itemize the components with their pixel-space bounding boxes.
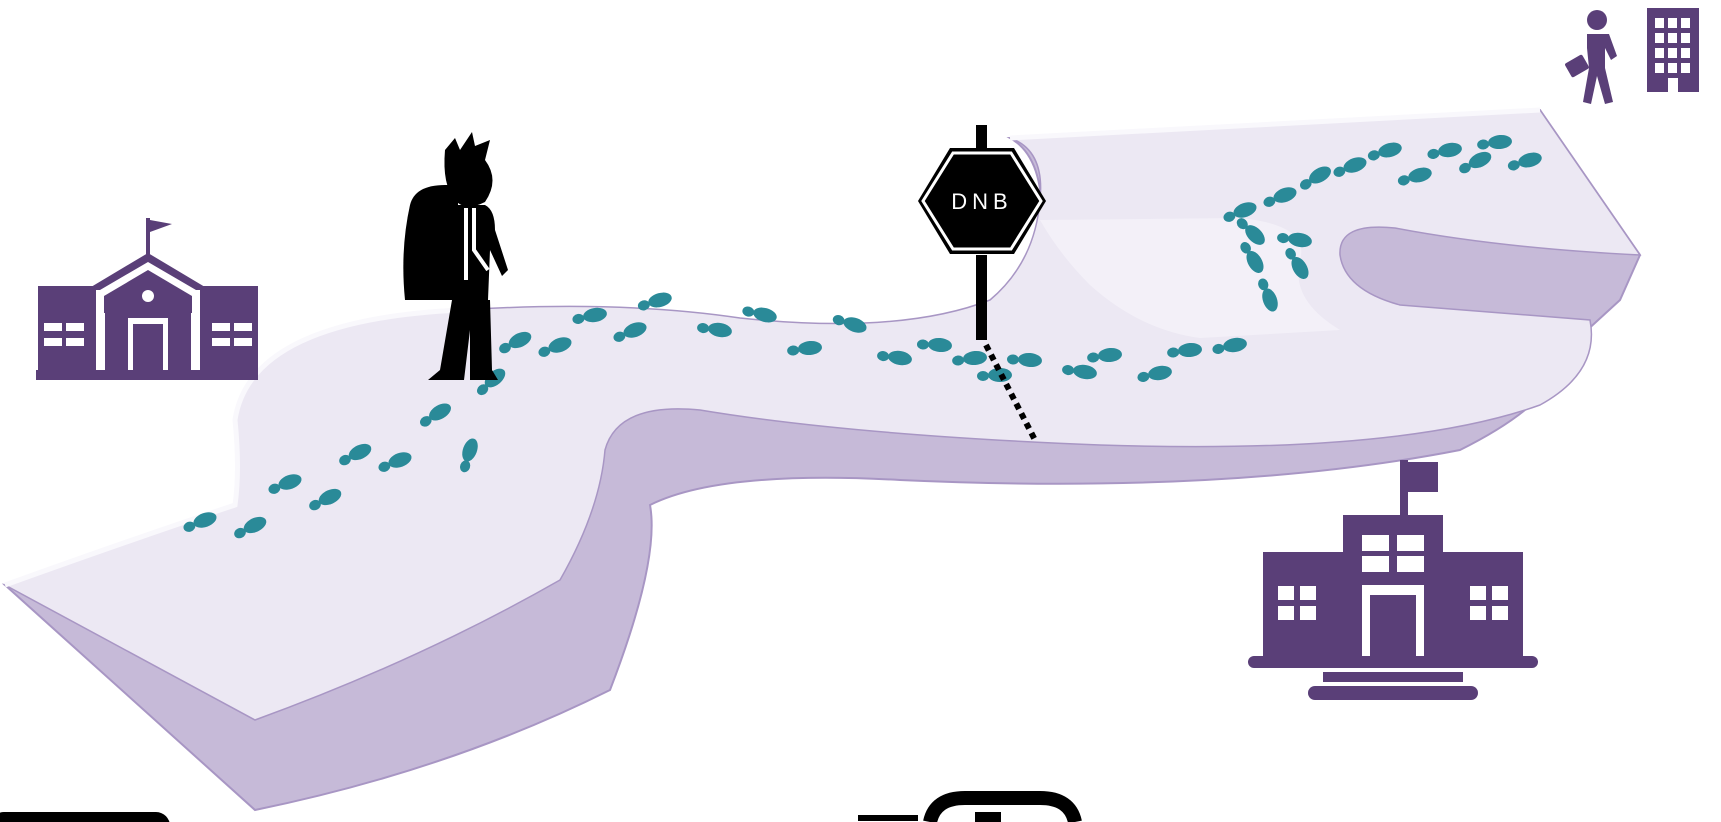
tower-window-4 — [1397, 556, 1424, 572]
office-door — [1668, 78, 1678, 92]
tower-window-1 — [1362, 535, 1389, 551]
winding-path — [5, 110, 1640, 810]
window-l2 — [66, 323, 84, 331]
commuter-briefcase — [1564, 54, 1589, 78]
college-flag-pole — [1400, 460, 1408, 520]
student-torso — [450, 205, 508, 300]
college-building-icon — [1248, 460, 1538, 700]
tower-window-2 — [1397, 535, 1424, 551]
left-window-d — [1300, 606, 1316, 620]
school-building-icon — [36, 218, 258, 380]
commuter-head — [1587, 10, 1607, 30]
window-l4 — [66, 338, 84, 346]
college-step-1 — [1323, 672, 1463, 682]
right-window-d — [1492, 606, 1508, 620]
pillar-2 — [191, 313, 194, 376]
right-window-b — [1492, 586, 1508, 600]
left-window-b — [1300, 586, 1316, 600]
window-l1 — [44, 323, 62, 331]
student-head — [444, 132, 492, 207]
college-base — [1248, 656, 1538, 668]
window-r1 — [212, 323, 230, 331]
school-base — [36, 370, 258, 380]
right-window-a — [1470, 586, 1486, 600]
school-clock — [142, 290, 154, 302]
pillar-1 — [102, 313, 105, 376]
window-l3 — [44, 338, 62, 346]
commuter-office-icon — [1564, 8, 1699, 104]
school-door-inner — [133, 324, 163, 376]
right-window-c — [1470, 606, 1486, 620]
flag-pole — [146, 218, 150, 258]
college-door — [1370, 595, 1416, 665]
college-flag — [1408, 462, 1438, 492]
window-r2 — [234, 323, 252, 331]
sign-label: DNB — [951, 189, 1012, 214]
window-r3 — [212, 338, 230, 346]
partial-briefcase-icon — [858, 798, 1075, 822]
sign-post — [976, 255, 987, 340]
left-window-c — [1278, 606, 1294, 620]
flag — [150, 220, 172, 232]
tower-window-3 — [1362, 556, 1389, 572]
college-step-2 — [1308, 686, 1478, 700]
backpack-shape — [403, 185, 458, 300]
window-r4 — [234, 338, 252, 346]
partial-shape-icon — [0, 812, 170, 822]
left-window-a — [1278, 586, 1294, 600]
commuter-body — [1583, 34, 1617, 104]
